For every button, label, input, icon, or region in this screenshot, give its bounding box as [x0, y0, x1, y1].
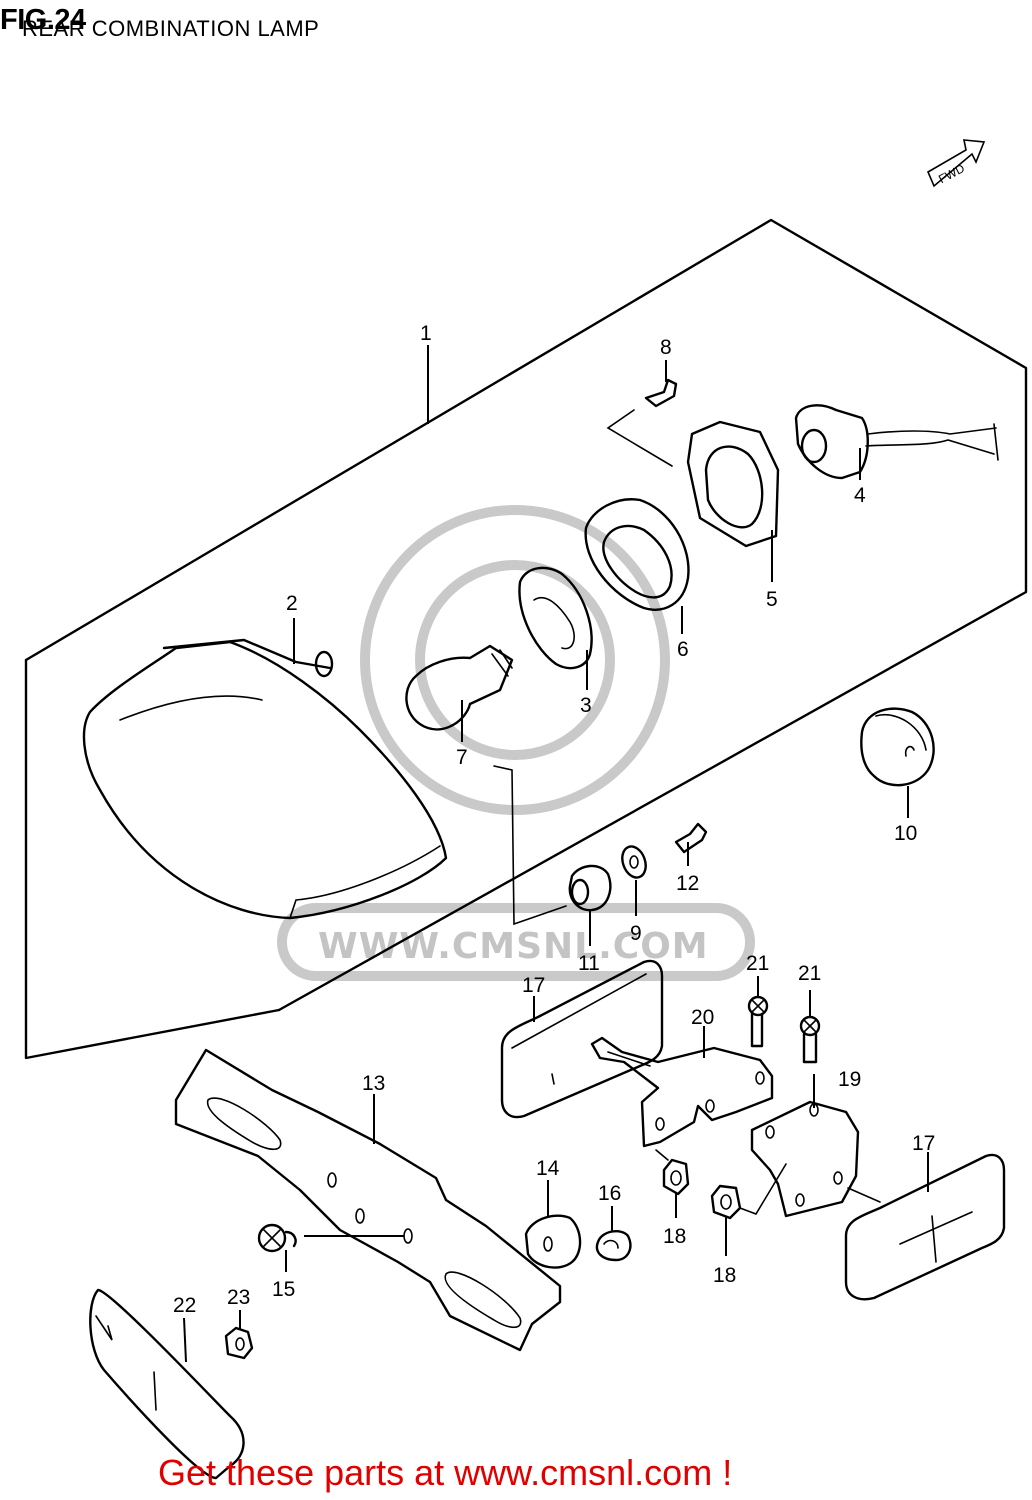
buy-parts-link[interactable]: Get these parts at www.cmsnl.com ! [158, 1452, 733, 1493]
callout-10: 10 [894, 822, 917, 845]
reflector-17-right [844, 1153, 1006, 1301]
callout-4: 4 [854, 484, 866, 507]
callout-6: 6 [677, 638, 689, 661]
screw-21-b [799, 1015, 821, 1064]
guide-20-18 [655, 1149, 669, 1161]
nut-18-a [662, 1158, 690, 1196]
leader-22 [183, 1317, 187, 1363]
fwd-arrow-icon: FWD [926, 139, 986, 188]
figure-title: REAR COMBINATION LAMP [22, 16, 320, 41]
screw-8 [644, 378, 678, 408]
nut-16 [595, 1230, 632, 1262]
callout-labels: 1 2 3 4 5 6 7 8 9 10 11 12 13 14 15 16 1… [173, 322, 935, 1317]
callout-8: 8 [660, 336, 672, 359]
callout-22: 22 [173, 1294, 196, 1317]
callout-7: 7 [456, 746, 468, 769]
callout-5: 5 [766, 588, 778, 611]
grommet [568, 864, 612, 912]
washer [621, 845, 647, 879]
screw-15 [257, 1223, 297, 1253]
nut-18-b [710, 1184, 742, 1220]
callout-18-b: 18 [713, 1264, 736, 1287]
guide-19-18 [739, 1163, 787, 1215]
leader-8-dashed [606, 409, 673, 467]
callout-9: 9 [630, 922, 642, 945]
reflector-17-left [500, 959, 664, 1119]
callout-18-a: 18 [663, 1225, 686, 1248]
callout-1: 1 [420, 322, 432, 345]
rubber-washer [524, 1214, 582, 1269]
lamp-ring [584, 498, 690, 611]
callout-21-b: 21 [798, 962, 821, 985]
guide-19-17 [847, 1187, 881, 1203]
callout-11: 11 [578, 952, 600, 975]
socket-wire [794, 404, 999, 480]
screw-21-a [747, 995, 769, 1048]
callout-19: 19 [838, 1068, 861, 1091]
mount-guide-line [493, 765, 567, 926]
callout-23: 23 [227, 1286, 250, 1309]
callout-20: 20 [691, 1006, 714, 1029]
callout-3: 3 [580, 694, 592, 717]
socket-plate [518, 566, 593, 670]
callout-15: 15 [272, 1278, 295, 1301]
guide-17-20 [607, 1051, 651, 1067]
nut-23 [224, 1326, 254, 1360]
callout-14: 14 [536, 1157, 560, 1180]
bracket-19 [750, 1100, 860, 1218]
callout-21-a: 21 [746, 952, 769, 975]
callout-16: 16 [598, 1182, 621, 1205]
license-lamp [89, 1288, 245, 1480]
watermark-text: WWW.CMSNL.COM [318, 926, 709, 967]
callout-17-right: 17 [912, 1132, 935, 1155]
callout-12: 12 [676, 872, 699, 895]
callout-17-left: 17 [522, 974, 545, 997]
license-bracket [174, 1048, 562, 1352]
tail-lamp-lens [82, 638, 448, 920]
callout-13: 13 [362, 1072, 385, 1095]
watermark-logo [277, 505, 755, 981]
callout-2: 2 [286, 592, 298, 615]
bracket-20 [590, 1036, 774, 1148]
gasket [686, 420, 780, 548]
rubber-cap [860, 707, 935, 787]
screw-12 [674, 822, 708, 854]
figure-number: FIG.24 [0, 4, 86, 36]
assembly-outline [24, 218, 1028, 1060]
